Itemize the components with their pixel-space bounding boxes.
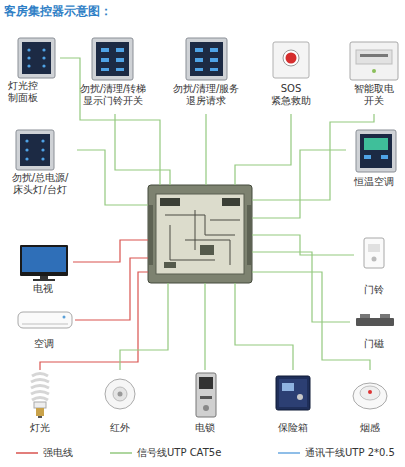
device-node: 红外	[98, 370, 142, 440]
device-node: 灯光	[18, 370, 62, 440]
smoke-detector-icon	[353, 383, 387, 409]
legend-item: 信号线UTP CAT5e	[110, 446, 221, 460]
wire	[115, 114, 170, 185]
device-label: 红外	[98, 422, 142, 434]
sos-button-icon	[273, 42, 309, 78]
wire	[77, 150, 148, 205]
legend-text: 通讯干线UTP 2*0.5	[305, 447, 395, 458]
legend-line	[16, 449, 40, 457]
device-label: 门铃	[354, 284, 394, 296]
wire	[252, 252, 350, 322]
wire	[120, 283, 168, 370]
wire	[235, 114, 291, 185]
wire	[60, 58, 160, 185]
doorbell-icon	[364, 238, 384, 268]
legend-line-stroke	[278, 452, 300, 454]
legend-line-stroke	[110, 452, 132, 454]
device-node: 恒温空调	[346, 128, 402, 194]
device-label: 勿扰/清理/服务 退房请求	[164, 83, 248, 107]
ac-unit-icon	[18, 312, 72, 328]
device-label: 恒温空调	[346, 176, 402, 188]
device-node: 勿扰/清理/服务 退房请求	[164, 36, 248, 114]
wire	[75, 258, 148, 320]
device-label: SOS 紧急救助	[266, 83, 316, 107]
device-node: 灯光控 制面板	[3, 36, 60, 108]
infrared-sensor-icon	[105, 379, 135, 409]
device-label: 电锁	[183, 422, 227, 434]
device-label: 智能取电 开关	[346, 83, 402, 107]
device-label: 电视	[13, 283, 73, 295]
legend-line	[110, 449, 134, 457]
doorbell-switch-icon	[92, 38, 133, 80]
wire	[73, 240, 148, 262]
diagram-title: 客房集控器示意图：	[4, 3, 112, 20]
device-node: 保险箱	[266, 370, 320, 440]
device-node: 电锁	[183, 370, 227, 440]
device-label: 保险箱	[266, 422, 320, 434]
legend-line	[278, 449, 302, 457]
light-panel-icon	[18, 38, 55, 78]
wire	[204, 283, 205, 370]
legend-text: 强电线	[43, 447, 73, 458]
wire	[252, 114, 374, 200]
controller-box	[148, 185, 252, 283]
door-sensor-icon	[356, 314, 394, 326]
wire	[40, 272, 148, 370]
legend-text: 信号线UTP CAT5e	[137, 447, 221, 458]
device-node: 空调	[13, 308, 75, 354]
wire	[205, 114, 206, 185]
device-node: 勿扰/清理/转梯 显示门铃开关	[72, 36, 154, 114]
legend-line-stroke	[16, 452, 38, 454]
device-label: 门磁	[350, 338, 398, 350]
device-node: SOS 紧急救助	[266, 36, 316, 114]
device-label: 灯光控 制面板	[3, 80, 43, 104]
device-node: 智能取电 开关	[346, 36, 402, 114]
door-lock-icon	[196, 373, 216, 417]
bulb-icon	[31, 374, 49, 419]
device-node: 勿扰/总电源/ 床头灯/台灯	[3, 128, 77, 208]
device-node: 电视	[13, 243, 73, 299]
bedside-panel-icon	[16, 130, 54, 170]
controller-node	[148, 185, 252, 283]
thermostat-icon	[356, 130, 396, 172]
wire	[252, 272, 370, 370]
legend-item: 通讯干线UTP 2*0.5	[278, 446, 395, 460]
device-label: 空调	[13, 338, 75, 350]
wire	[235, 283, 293, 370]
device-label: 勿扰/清理/转梯 显示门铃开关	[72, 83, 154, 107]
device-label: 烟感	[348, 422, 392, 434]
device-label: 灯光	[18, 422, 62, 434]
service-panel-icon	[186, 38, 227, 80]
safe-icon	[276, 376, 310, 410]
device-label: 勿扰/总电源/ 床头灯/台灯	[3, 172, 77, 196]
wire	[252, 150, 346, 218]
card-switch-icon	[350, 42, 398, 80]
legend-item: 强电线	[16, 446, 73, 460]
device-node: 门铃	[354, 236, 394, 300]
device-node: 烟感	[348, 370, 392, 440]
device-node: 门磁	[350, 312, 398, 356]
tv-icon	[20, 245, 68, 281]
